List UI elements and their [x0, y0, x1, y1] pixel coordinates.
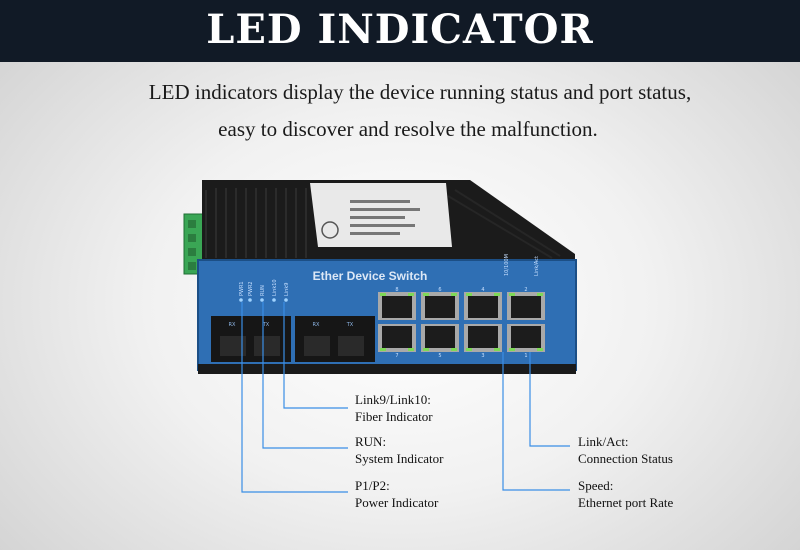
rj45-port [464, 324, 502, 352]
intro-line-2: easy to discover and resolve the malfunc… [218, 117, 598, 141]
callout-run-desc: System Indicator [355, 451, 444, 466]
port-number-2: 2 [524, 287, 527, 293]
fiber-port-group: RX TX RX TX [211, 316, 375, 362]
rj45-port [464, 292, 502, 320]
port-number-5: 5 [438, 353, 441, 359]
fiber-label-tx-1: TX [262, 322, 270, 328]
rj45-port [507, 292, 545, 320]
port-number-1: 1 [524, 353, 527, 359]
callout-speed-title: Speed: [578, 478, 614, 493]
port-number-3: 3 [481, 353, 484, 359]
rj45-port-group: 8 6 4 2 7 5 3 1 10/100M Link/Act [378, 254, 545, 359]
callout-run: RUN: System Indicator [355, 433, 443, 467]
leader-line-fiber [283, 302, 348, 409]
pwr2-led [248, 298, 252, 302]
fiber-label-rx-1: RX [229, 322, 236, 328]
port-number-6: 6 [438, 287, 441, 293]
callout-link-act: Link/Act: Connection Status [578, 433, 673, 467]
callout-fiber-desc: Fiber Indicator [355, 409, 433, 424]
callout-link-act-title: Link/Act: [578, 434, 629, 449]
link-act-led-label: Link/Act [534, 256, 540, 276]
title-banner: LED INDICATOR [0, 0, 800, 62]
leader-line-speed [502, 352, 570, 491]
callout-power-title: P1/P2: [355, 478, 390, 493]
link9-led [284, 298, 288, 302]
port-number-4: 4 [481, 287, 484, 293]
panel-label: Ether Device Switch [313, 269, 428, 283]
rj45-port [378, 324, 416, 352]
led-label-run: RUN [260, 285, 266, 296]
product-label-sticker [310, 183, 452, 247]
callout-link-act-desc: Connection Status [578, 451, 673, 466]
led-label-pwr2: PWR2 [248, 281, 254, 296]
callout-speed-desc: Ethernet port Rate [578, 495, 674, 510]
rj45-port [507, 324, 545, 352]
fiber-label-rx-2: RX [313, 322, 320, 328]
run-led [260, 298, 264, 302]
port-number-8: 8 [395, 287, 398, 293]
leader-line-run [262, 302, 348, 449]
callout-fiber: Link9/Link10: Fiber Indicator [355, 391, 433, 425]
page-title: LED INDICATOR [206, 6, 594, 53]
callout-speed: Speed: Ethernet port Rate [578, 477, 673, 511]
led-label-link9: Link9 [284, 283, 290, 296]
speed-led-label: 10/100M [504, 254, 510, 276]
rj45-port [421, 292, 459, 320]
rj45-port [421, 324, 459, 352]
fiber-label-tx-2: TX [346, 322, 354, 328]
callout-power: P1/P2: Power Indicator [355, 477, 438, 511]
led-label-pwr1: PWR1 [239, 281, 245, 296]
callout-power-desc: Power Indicator [355, 495, 439, 510]
leader-line-link-act [529, 352, 570, 447]
leader-line-power [241, 302, 348, 493]
leader-lines [241, 302, 570, 493]
led-indicator-group: PWR1 PWR2 RUN Link10 Link9 [239, 279, 290, 302]
callout-fiber-title: Link9/Link10: [355, 392, 431, 407]
callout-run-title: RUN: [355, 434, 387, 449]
link10-led [272, 298, 276, 302]
intro-line-1: LED indicators display the device runnin… [148, 80, 692, 104]
port-number-7: 7 [395, 353, 398, 359]
rj45-port [378, 292, 416, 320]
led-label-link10: Link10 [272, 279, 278, 296]
pwr1-led [239, 298, 243, 302]
